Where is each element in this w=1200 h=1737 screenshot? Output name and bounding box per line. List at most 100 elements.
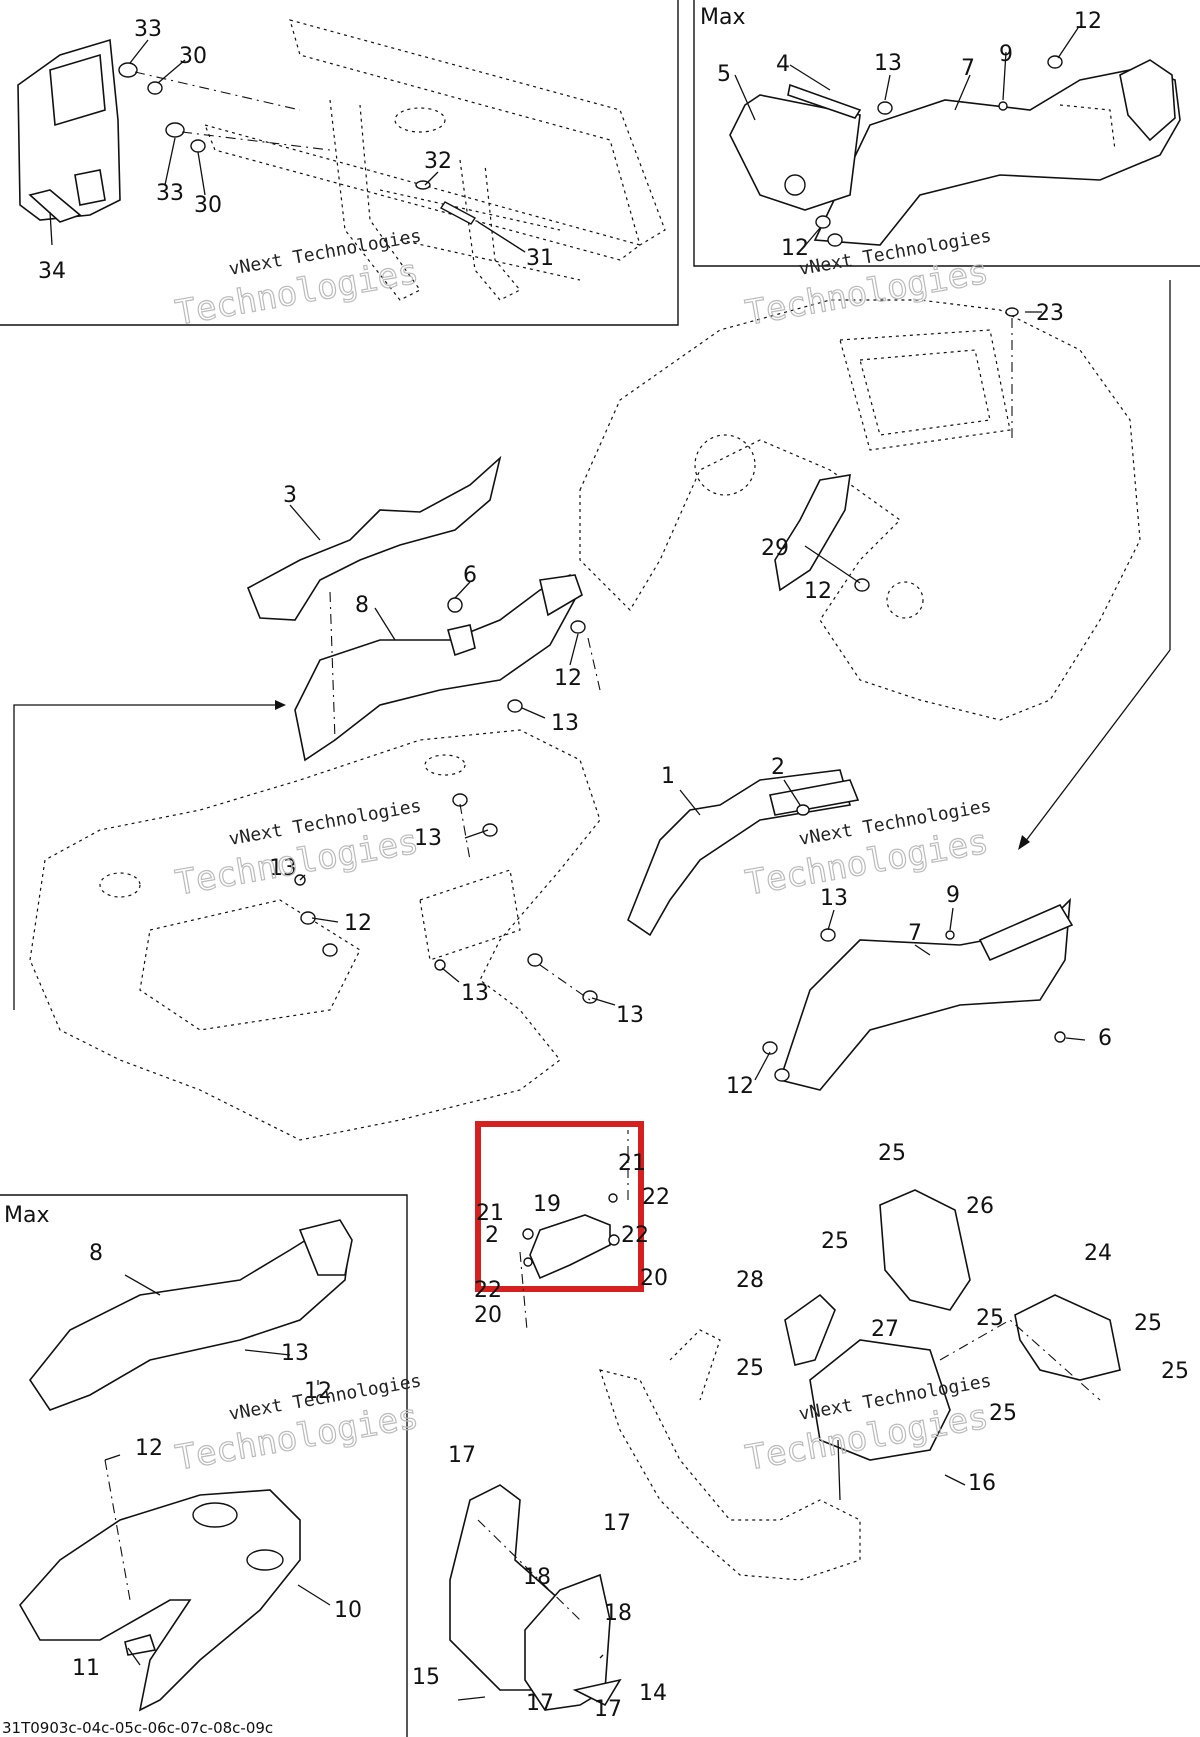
callout-25: 25 <box>1134 1311 1162 1336</box>
callout-13: 13 <box>551 711 579 736</box>
figure-code: 31T0903c-04c-05c-06c-07c-08c-09c <box>2 1719 273 1737</box>
cargo-box-34 <box>17 38 121 223</box>
callout-14: 14 <box>639 1681 667 1706</box>
callout-20: 20 <box>474 1303 502 1328</box>
callout-12: 12 <box>344 911 372 936</box>
inset-frame-bottom-left <box>0 1194 408 1737</box>
rear-fender-body-outline <box>579 299 1141 721</box>
callout-18: 18 <box>523 1565 551 1590</box>
inset-label-max: Max <box>700 5 745 30</box>
callout-23: 23 <box>1036 301 1064 326</box>
callout-22: 22 <box>621 1223 649 1248</box>
callout-34: 34 <box>38 259 66 284</box>
callout-27: 27 <box>871 1317 899 1342</box>
seat-base-10 <box>19 1489 301 1712</box>
callout-13: 13 <box>269 856 297 881</box>
callout-25: 25 <box>821 1229 849 1254</box>
callout-13: 13 <box>461 981 489 1006</box>
callout-8: 8 <box>89 1241 103 1266</box>
inset-label-max: Max <box>4 1203 49 1228</box>
callout-7: 7 <box>961 56 975 81</box>
callout-25: 25 <box>878 1141 906 1166</box>
heat-shield-26 <box>879 1189 971 1311</box>
callout-17: 17 <box>526 1691 554 1716</box>
rear-rack-frame-outline <box>203 19 666 301</box>
max-side-panel-7 <box>813 59 1181 246</box>
callout-30: 30 <box>194 193 222 218</box>
max-fasteners <box>815 55 1063 247</box>
callout-6: 6 <box>463 563 477 588</box>
tag-11 <box>124 1634 157 1656</box>
callout-7: 7 <box>908 921 922 946</box>
inset-frame-top-right <box>693 0 1200 267</box>
callout-30: 30 <box>179 44 207 69</box>
max-panel-5-and-bracket-4 <box>729 83 862 211</box>
callout-11: 11 <box>72 1656 100 1681</box>
callout-13: 13 <box>281 1341 309 1366</box>
callout-25: 25 <box>989 1401 1017 1426</box>
callout-25: 25 <box>736 1356 764 1381</box>
callout-leaders <box>49 27 1086 1701</box>
callout-33: 33 <box>156 181 184 206</box>
grommets-30-33 <box>118 62 331 153</box>
callout-22: 22 <box>474 1278 502 1303</box>
callout-2: 2 <box>771 755 785 780</box>
callout-15: 15 <box>412 1665 440 1690</box>
rear-fender-top-outline <box>29 729 601 1141</box>
callout-17: 17 <box>603 1511 631 1536</box>
panel-8-fasteners <box>447 597 586 713</box>
callout-12: 12 <box>781 236 809 261</box>
callout-31: 31 <box>526 246 554 271</box>
callout-26: 26 <box>966 1194 994 1219</box>
bracket-19 <box>522 1193 620 1280</box>
callout-21: 21 <box>618 1151 646 1176</box>
callout-18: 18 <box>604 1601 632 1626</box>
dashed-leaders <box>104 591 1101 1621</box>
callout-3: 3 <box>283 483 297 508</box>
callout-22: 22 <box>642 1185 670 1210</box>
callout-24: 24 <box>1084 1241 1112 1266</box>
callout-13: 13 <box>616 1003 644 1028</box>
callout-28: 28 <box>736 1268 764 1293</box>
inset-frame-top-left <box>0 0 679 326</box>
callout-1: 1 <box>661 764 675 789</box>
side-panel-8 <box>294 573 583 762</box>
callout-12: 12 <box>726 1074 754 1099</box>
callout-16: 16 <box>968 1471 996 1496</box>
callout-8: 8 <box>355 593 369 618</box>
callout-6: 6 <box>1098 1026 1112 1051</box>
callout-4: 4 <box>776 52 790 77</box>
callout-32: 32 <box>424 149 452 174</box>
callout-33: 33 <box>134 17 162 42</box>
trim-29 <box>774 474 851 592</box>
callout-12: 12 <box>804 579 832 604</box>
panel-8-arrow <box>13 700 286 1010</box>
callout-17: 17 <box>448 1443 476 1468</box>
side-panel-7 <box>778 897 1074 1091</box>
callout-2: 2 <box>485 1223 499 1248</box>
heat-shield-28 <box>784 1293 836 1366</box>
callout-12: 12 <box>1074 9 1102 34</box>
tail-cover-14 <box>524 1573 622 1711</box>
highlight-box-item-19 <box>475 1121 644 1292</box>
max-side-panel-8 <box>29 1219 353 1411</box>
callout-13: 13 <box>414 826 442 851</box>
callout-21: 21 <box>476 1201 504 1226</box>
fender-fasteners-right <box>854 307 1019 592</box>
heat-shield-24 <box>1014 1294 1121 1381</box>
callout-10: 10 <box>334 1598 362 1623</box>
callout-20: 20 <box>640 1266 668 1291</box>
callout-29: 29 <box>761 536 789 561</box>
trim-3 <box>246 455 502 621</box>
callout-17: 17 <box>594 1697 622 1722</box>
callout-25: 25 <box>976 1306 1004 1331</box>
callout-12: 12 <box>135 1436 163 1461</box>
callout-13: 13 <box>874 51 902 76</box>
heat-shield-27 <box>809 1339 951 1461</box>
trim-2 <box>769 779 860 816</box>
callout-9: 9 <box>946 883 960 908</box>
